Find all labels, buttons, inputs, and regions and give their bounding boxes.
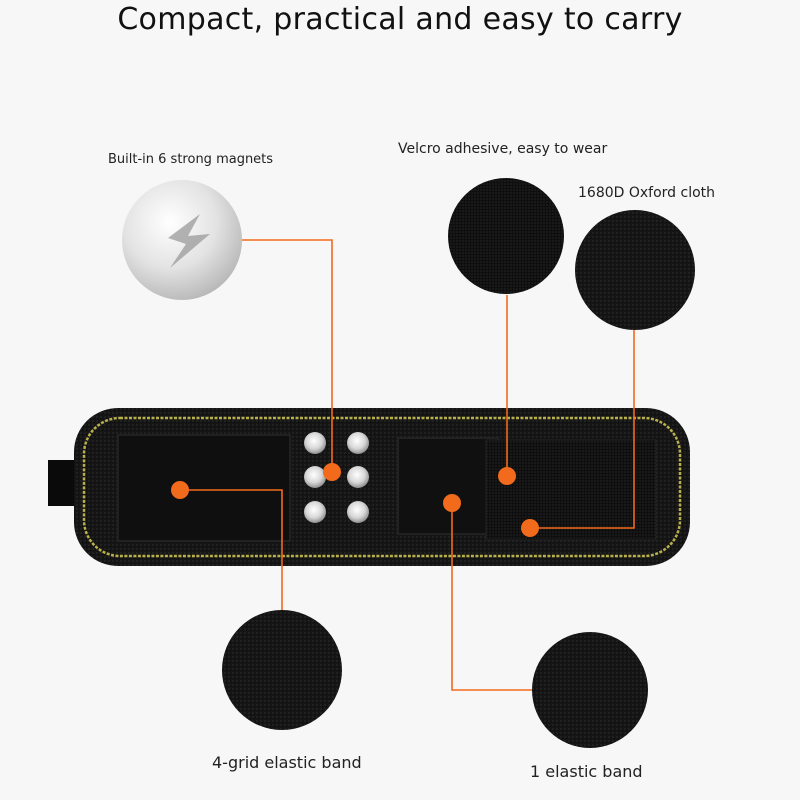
grid-elastic-closeup: [222, 610, 342, 730]
page-title: Compact, practical and easy to carry: [117, 2, 683, 37]
oxford-cloth-closeup: [575, 210, 695, 330]
label-velcro: Velcro adhesive, easy to wear: [398, 141, 608, 157]
label-oxford-cloth: 1680D Oxford cloth: [578, 185, 716, 201]
callout-lines: [180, 239, 635, 691]
callout-dots: [171, 463, 539, 537]
velcro-closeup: [448, 178, 564, 294]
magnet-dots: [304, 432, 369, 523]
label-grid-elastic-band: 4-grid elastic band: [212, 753, 362, 772]
label-elastic-band: 1 elastic band: [530, 762, 643, 781]
magnet-closeup: [122, 180, 242, 300]
label-magnets: Built-in 6 strong magnets: [108, 152, 274, 167]
elastic-band-closeup: [532, 632, 648, 748]
wristband: [48, 408, 690, 566]
